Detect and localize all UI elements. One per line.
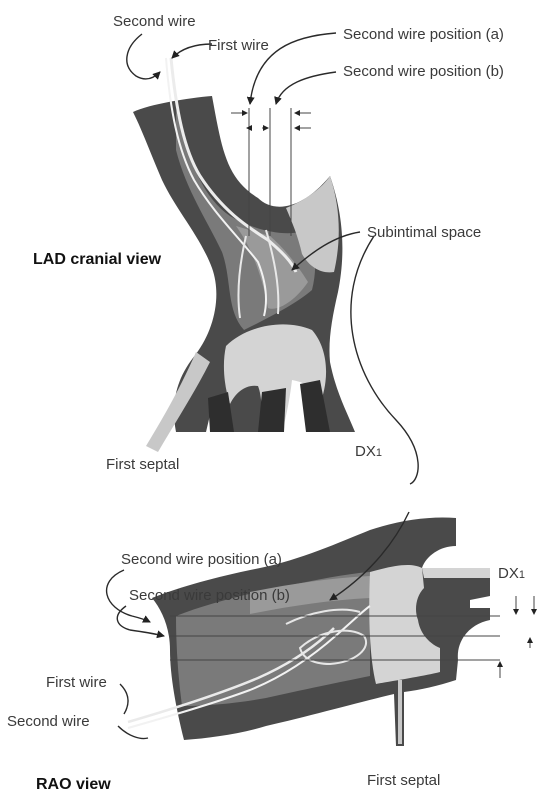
label-second-wire-bottom: Second wire [7, 713, 90, 730]
label-second-wire-top: Second wire [113, 13, 196, 30]
label-position-b-top: Second wire position (b) [343, 63, 504, 80]
label-first-wire-bottom: First wire [46, 674, 107, 691]
label-dx1-bottom: DX1 [498, 565, 525, 582]
label-first-septal-bottom: First septal [367, 772, 440, 789]
rao-leader-position-b [117, 606, 164, 636]
rao-dx1-branch [422, 568, 490, 578]
leader-second-wire-top [127, 34, 160, 79]
top-panel: Second wire First wire Second wire posit… [33, 13, 504, 484]
rao-leader-second-wire [118, 726, 148, 739]
view-label-lad-cranial: LAD cranial view [33, 251, 162, 268]
lad-branch-right [258, 388, 286, 432]
label-first-septal-top: First septal [106, 456, 179, 473]
rao-first-septal-branch [398, 680, 402, 744]
label-position-b-bottom: Second wire position (b) [129, 587, 290, 604]
bottom-panel: Second wire position (a) Second wire pos… [7, 512, 534, 793]
label-dx1-top: DX1 [355, 443, 382, 460]
label-first-wire-top: First wire [208, 37, 269, 54]
lad-vessel [133, 96, 355, 452]
view-label-rao: RAO view [36, 776, 111, 793]
label-subintimal-space: Subintimal space [367, 224, 481, 241]
leader-position-b-top [276, 72, 336, 104]
label-position-a-top: Second wire position (a) [343, 26, 504, 43]
label-position-a-bottom: Second wire position (a) [121, 551, 282, 568]
rao-leader-first-wire [120, 684, 128, 714]
leader-first-wire-top [172, 44, 212, 58]
